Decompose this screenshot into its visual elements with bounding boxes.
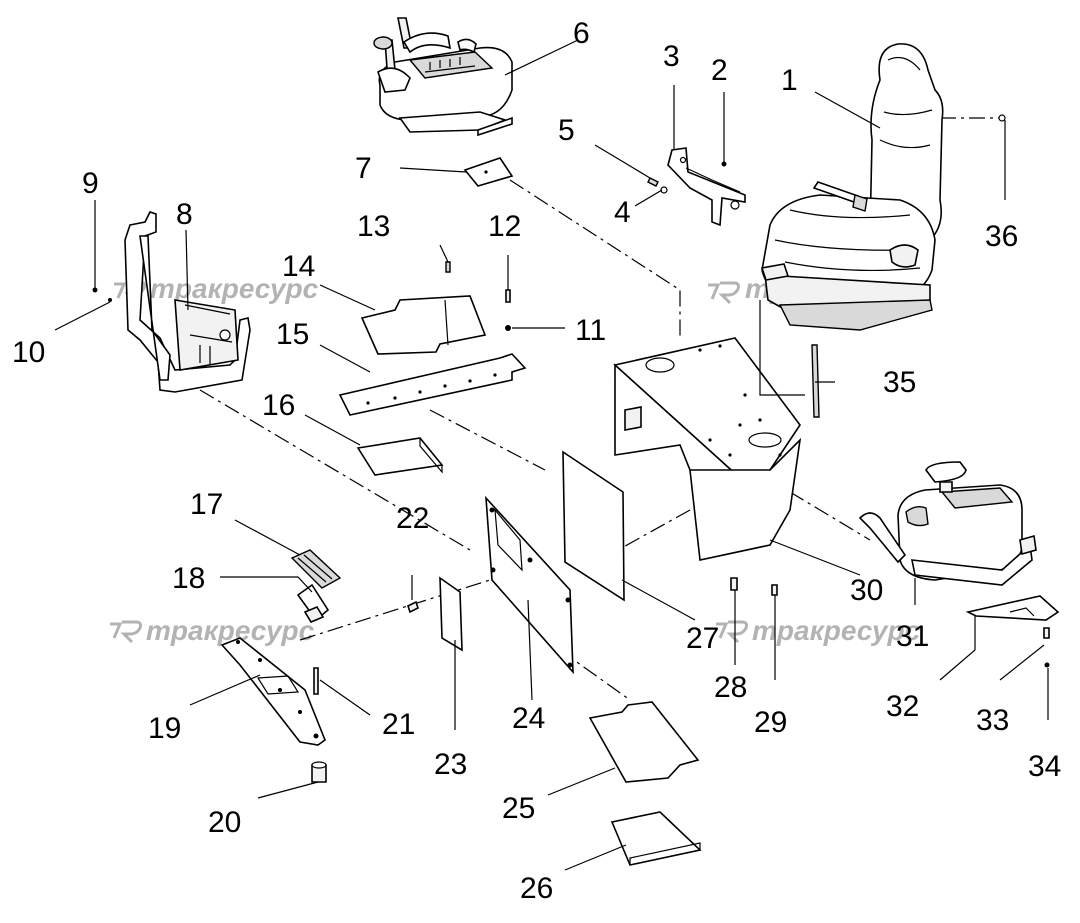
callout-27: 27 xyxy=(686,622,719,655)
callout-28: 28 xyxy=(714,671,747,704)
part-10-washer xyxy=(108,298,112,302)
watermark-bottom-left: тракресурс xyxy=(110,615,315,646)
callout-5: 5 xyxy=(558,114,575,147)
part-34-washer xyxy=(1044,662,1050,668)
callout-10: 10 xyxy=(12,336,45,369)
callout-labels: 1 2 3 4 5 6 7 8 9 10 11 12 13 14 15 16 1… xyxy=(12,17,1061,905)
callout-30: 30 xyxy=(850,574,883,607)
callout-19: 19 xyxy=(148,712,181,745)
part-36-bolt xyxy=(998,114,1006,122)
part-9-bolt xyxy=(92,287,98,293)
callout-25: 25 xyxy=(502,792,535,825)
part-18-pedal-arm xyxy=(296,583,330,624)
part-31-right-console xyxy=(858,461,1037,586)
callout-33: 33 xyxy=(976,704,1009,737)
callout-7: 7 xyxy=(355,152,372,185)
part-27-panel xyxy=(562,450,625,602)
part-17-pedal-pad xyxy=(290,549,342,589)
part-2-screw xyxy=(721,161,727,167)
callout-11: 11 xyxy=(575,314,606,347)
leader-lines xyxy=(54,39,1049,871)
part-23-small-panel xyxy=(439,576,463,652)
callout-24: 24 xyxy=(512,702,545,735)
part-19-pedal-base xyxy=(220,637,326,746)
callout-13: 13 xyxy=(357,210,390,243)
part-5-bolt xyxy=(647,177,659,187)
callout-9: 9 xyxy=(82,167,99,200)
callout-23: 23 xyxy=(434,748,467,781)
callout-31: 31 xyxy=(896,620,929,653)
part-32-plate xyxy=(965,595,1060,621)
callout-21: 21 xyxy=(382,708,415,741)
part-24-cover xyxy=(485,495,574,675)
part-8-side-frame xyxy=(124,211,251,393)
callout-6: 6 xyxy=(573,17,590,50)
part-3-bracket xyxy=(667,147,746,227)
callout-3: 3 xyxy=(663,40,680,73)
part-20-bushing xyxy=(311,761,327,783)
part-28-bolt xyxy=(730,577,738,591)
watermark-bottom-right: тракресурс xyxy=(716,615,921,646)
part-15-rail-plate xyxy=(338,353,527,416)
part-29-bolt xyxy=(771,584,778,596)
part-26-pad xyxy=(610,811,702,866)
callout-2: 2 xyxy=(711,54,728,87)
callout-12: 12 xyxy=(488,210,521,243)
part-21-pin xyxy=(313,667,319,695)
callout-15: 15 xyxy=(276,318,309,351)
callout-18: 18 xyxy=(172,562,205,595)
part-7-plate xyxy=(463,157,514,187)
callout-17: 17 xyxy=(190,488,223,521)
callout-20: 20 xyxy=(208,806,241,839)
callout-26: 26 xyxy=(520,872,553,905)
callout-35: 35 xyxy=(883,366,916,399)
svg-text:тракресурс: тракресурс xyxy=(150,273,319,304)
svg-text:тракресурс: тракресурс xyxy=(146,615,315,646)
callout-1: 1 xyxy=(781,64,798,97)
part-16-pad xyxy=(356,437,444,476)
part-33-bolt xyxy=(1043,627,1050,639)
watermark-top-left: тракресурс xyxy=(114,273,319,304)
callout-22: 22 xyxy=(396,502,429,535)
callout-34: 34 xyxy=(1028,750,1061,783)
part-25-mat xyxy=(588,701,700,783)
part-14-mat xyxy=(360,295,487,355)
part-13-screw xyxy=(445,261,451,273)
part-11-nut xyxy=(505,325,511,331)
part-6-joystick-console xyxy=(373,17,513,137)
callout-16: 16 xyxy=(262,389,295,422)
part-1-operator-seat xyxy=(760,43,944,331)
svg-text:тракресурс: тракресурс xyxy=(752,615,921,646)
part-35-rod xyxy=(811,344,820,418)
part-22-screw xyxy=(407,575,419,614)
callout-14: 14 xyxy=(282,250,315,283)
callout-32: 32 xyxy=(886,690,919,723)
callout-36: 36 xyxy=(985,220,1018,253)
callout-29: 29 xyxy=(754,706,787,739)
part-12-bolt xyxy=(505,289,511,303)
callout-8: 8 xyxy=(176,198,193,231)
part-30-pedestal xyxy=(613,337,802,561)
callout-4: 4 xyxy=(614,196,631,229)
